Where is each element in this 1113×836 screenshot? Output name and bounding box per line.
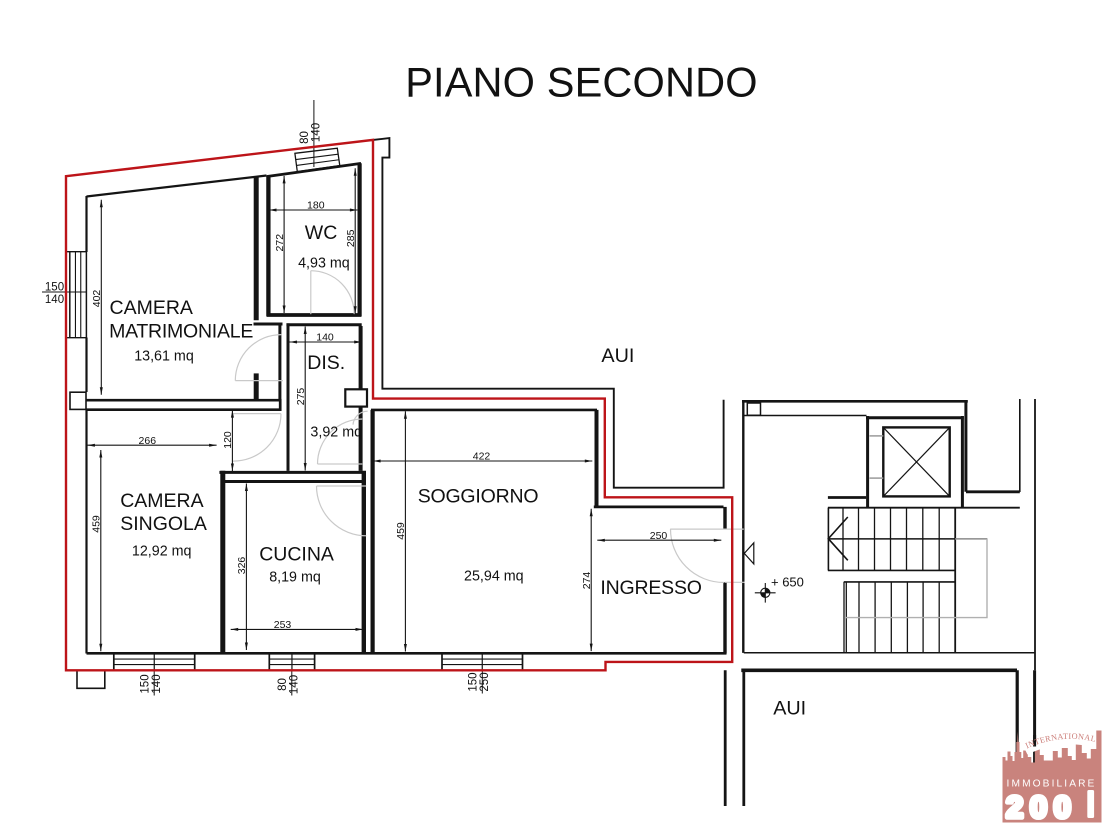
svg-text:CAMERA: CAMERA bbox=[110, 297, 193, 319]
svg-text:402: 402 bbox=[91, 290, 103, 308]
svg-text:PIANO SECONDO: PIANO SECONDO bbox=[405, 58, 757, 105]
svg-text:275: 275 bbox=[295, 388, 307, 406]
svg-text:140: 140 bbox=[45, 294, 64, 306]
svg-text:120: 120 bbox=[222, 431, 234, 449]
svg-text:150: 150 bbox=[140, 674, 152, 693]
svg-text:4,93 mq: 4,93 mq bbox=[298, 256, 350, 272]
svg-text:80: 80 bbox=[277, 678, 289, 691]
svg-text:140: 140 bbox=[151, 674, 163, 693]
svg-text:AUI: AUI bbox=[601, 345, 634, 367]
svg-text:253: 253 bbox=[274, 619, 292, 631]
svg-text:SINGOLA: SINGOLA bbox=[120, 513, 207, 535]
svg-text:459: 459 bbox=[91, 515, 103, 533]
svg-text:326: 326 bbox=[236, 557, 248, 575]
svg-text:272: 272 bbox=[274, 234, 286, 252]
svg-text:3,92 mq: 3,92 mq bbox=[310, 425, 362, 441]
svg-text:25,94 mq: 25,94 mq bbox=[464, 569, 524, 585]
svg-text:422: 422 bbox=[473, 451, 491, 463]
svg-text:150: 150 bbox=[45, 282, 64, 294]
svg-text:80: 80 bbox=[299, 131, 311, 144]
svg-text:+ 650: + 650 bbox=[771, 575, 804, 590]
svg-text:AUI: AUI bbox=[773, 698, 806, 720]
svg-text:CAMERA: CAMERA bbox=[120, 490, 203, 512]
svg-text:INGRESSO: INGRESSO bbox=[600, 577, 701, 599]
svg-text:CUCINA: CUCINA bbox=[259, 544, 334, 566]
svg-text:250: 250 bbox=[650, 530, 668, 542]
svg-text:8,19 mq: 8,19 mq bbox=[269, 569, 321, 585]
svg-text:140: 140 bbox=[311, 123, 323, 142]
svg-text:266: 266 bbox=[139, 435, 157, 447]
svg-text:DIS.: DIS. bbox=[307, 352, 345, 374]
svg-text:SOGGIORNO: SOGGIORNO bbox=[418, 486, 539, 508]
svg-text:13,61 mq: 13,61 mq bbox=[134, 349, 194, 365]
svg-text:200: 200 bbox=[1006, 790, 1078, 825]
svg-text:274: 274 bbox=[581, 572, 593, 590]
svg-text:150: 150 bbox=[468, 672, 480, 691]
svg-text:140: 140 bbox=[316, 332, 334, 344]
svg-text:MATRIMONIALE: MATRIMONIALE bbox=[109, 320, 253, 342]
svg-text:12,92 mq: 12,92 mq bbox=[132, 544, 192, 560]
svg-text:180: 180 bbox=[307, 200, 325, 212]
svg-text:285: 285 bbox=[345, 229, 357, 247]
svg-text:140: 140 bbox=[288, 675, 300, 694]
svg-text:250: 250 bbox=[479, 672, 491, 691]
svg-text:459: 459 bbox=[395, 522, 407, 540]
svg-text:IMMOBILIARE: IMMOBILIARE bbox=[1007, 779, 1097, 790]
svg-text:WC: WC bbox=[305, 222, 338, 244]
